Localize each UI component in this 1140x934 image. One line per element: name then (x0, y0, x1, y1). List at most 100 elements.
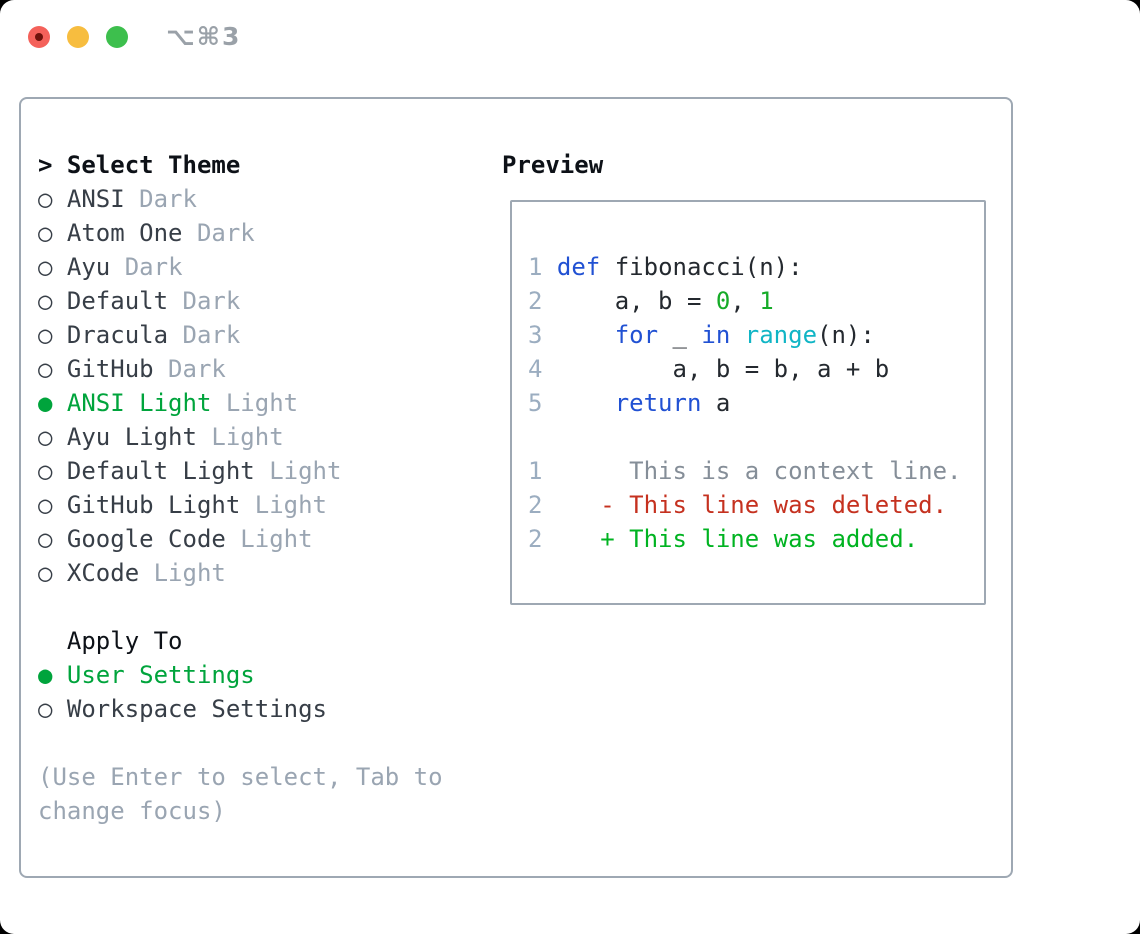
theme-item-google-code[interactable]: ○ Google Code Light (38, 522, 443, 556)
apply-option-workspace-settings[interactable]: ○ Workspace Settings (38, 692, 443, 726)
radio-icon: ○ (38, 491, 67, 519)
theme-variant-tag: Light (139, 559, 226, 587)
theme-variant-tag: Dark (182, 219, 255, 247)
code-segment-fg (557, 321, 615, 349)
apply-option-user-settings[interactable]: ● User Settings (38, 658, 443, 692)
theme-item-ayu-light[interactable]: ○ Ayu Light Light (38, 420, 443, 454)
code-segment-num: 1 (759, 287, 774, 315)
minimize-button[interactable] (67, 26, 89, 48)
radio-selected-icon: ● (38, 661, 67, 689)
code-segment-kw: return (614, 389, 702, 417)
apply-to-list: ● User Settings○ Workspace Settings (38, 658, 443, 726)
theme-variant-tag: Dark (110, 253, 183, 281)
code-segment-fg (557, 389, 615, 417)
code-segment-fg: a, b = b, a + b (556, 355, 890, 383)
select-theme-header: > Select Theme (38, 148, 443, 182)
theme-item-dracula[interactable]: ○ Dracula Dark (38, 318, 443, 352)
code-segment-fg: fibonacci(n): (600, 253, 803, 281)
theme-name: ANSI Light (66, 389, 212, 417)
theme-variant-tag: Dark (124, 185, 197, 213)
apply-option-label: User Settings (66, 661, 255, 689)
radio-icon: ○ (38, 219, 67, 247)
theme-variant-tag: Dark (168, 287, 241, 315)
code-segment-fg: a, b = (556, 287, 716, 315)
theme-selector-menu: > Select Theme ○ ANSI Dark○ Atom One Dar… (38, 148, 443, 828)
radio-icon: ○ (38, 287, 67, 315)
radio-icon: ○ (38, 695, 67, 723)
cursor-icon: > (38, 151, 67, 179)
theme-variant-tag: Light (211, 389, 299, 417)
code-segment-fg: , (730, 287, 760, 315)
theme-variant-tag: Light (225, 525, 313, 553)
radio-icon: ○ (38, 185, 67, 213)
diff-context-line: 1 This is a context line. (528, 454, 984, 488)
code-segment-ctx: This is a context line. (556, 457, 962, 485)
radio-icon: ○ (38, 321, 67, 349)
code-line: 2 a, b = 0, 1 (528, 284, 984, 318)
apply-to-header: Apply To (66, 627, 183, 655)
diff-deleted-line: 2 - This line was deleted. (528, 488, 984, 522)
radio-selected-icon: ● (38, 389, 67, 417)
theme-item-xcode[interactable]: ○ XCode Light (38, 556, 443, 590)
hint-text: (Use Enter to select, Tab to change focu… (38, 760, 443, 828)
theme-item-default[interactable]: ○ Default Dark (38, 284, 443, 318)
theme-name: Ayu Light (66, 423, 197, 451)
theme-variant-tag: Dark (168, 321, 241, 349)
code-line: 5 return a (528, 386, 984, 420)
radio-icon: ○ (38, 525, 67, 553)
apply-option-label: Workspace Settings (66, 695, 327, 723)
code-segment-kw: in (701, 321, 731, 349)
theme-name: Default (66, 287, 169, 315)
code-segment-fn: range (744, 321, 818, 349)
theme-name: GitHub (66, 355, 154, 383)
code-segment-fg (730, 321, 744, 349)
theme-item-ansi-light[interactable]: ● ANSI Light Light (38, 386, 443, 420)
code-segment-fg: _ (658, 321, 702, 349)
theme-item-default-light[interactable]: ○ Default Light Light (38, 454, 443, 488)
line-number: 4 (528, 355, 557, 383)
line-number: 2 (528, 525, 557, 553)
theme-name: Atom One (66, 219, 183, 247)
radio-icon: ○ (38, 253, 67, 281)
line-number: 3 (528, 321, 557, 349)
line-number (528, 423, 557, 451)
theme-item-github-light[interactable]: ○ GitHub Light Light (38, 488, 443, 522)
line-number: 1 (528, 457, 557, 485)
line-number: 1 (528, 253, 557, 281)
hint-line-2: change focus) (38, 797, 226, 825)
theme-name: ANSI (66, 185, 125, 213)
theme-variant-tag: Light (240, 491, 327, 519)
theme-item-atom-one[interactable]: ○ Atom One Dark (38, 216, 443, 250)
theme-item-github[interactable]: ○ GitHub Dark (38, 352, 443, 386)
code-line: 1 def fibonacci(n): (528, 250, 984, 284)
code-segment-add: + This line was added. (556, 525, 919, 553)
zoom-button[interactable] (106, 26, 128, 48)
theme-name: XCode (66, 559, 140, 587)
close-button[interactable] (28, 26, 50, 48)
theme-variant-tag: Dark (153, 355, 226, 383)
code-segment-del: - This line was deleted. (556, 491, 948, 519)
theme-name: Google Code (66, 525, 226, 553)
theme-name: Ayu (66, 253, 111, 281)
theme-variant-tag: Light (254, 457, 342, 485)
main-panel (19, 97, 1013, 878)
radio-icon: ○ (38, 457, 67, 485)
radio-icon: ○ (38, 423, 67, 451)
radio-icon: ○ (38, 559, 67, 587)
theme-list: ○ ANSI Dark○ Atom One Dark○ Ayu Dark○ De… (38, 182, 443, 590)
select-theme-title: Select Theme (66, 151, 241, 179)
diff-added-line: 2 + This line was added. (528, 522, 984, 556)
preview-title: Preview (502, 151, 604, 179)
code-segment-kw: for (614, 321, 659, 349)
theme-name: Dracula (66, 321, 169, 349)
code-segment-num: 0 (715, 287, 731, 315)
line-number: 2 (528, 287, 557, 315)
code-segment-fg: a (701, 389, 731, 417)
theme-item-ansi[interactable]: ○ ANSI Dark (38, 182, 443, 216)
theme-item-ayu[interactable]: ○ Ayu Dark (38, 250, 443, 284)
blank-line (528, 420, 984, 454)
hint-line-1: (Use Enter to select, Tab to (38, 763, 443, 791)
code-line: 3 for _ in range(n): (528, 318, 984, 352)
